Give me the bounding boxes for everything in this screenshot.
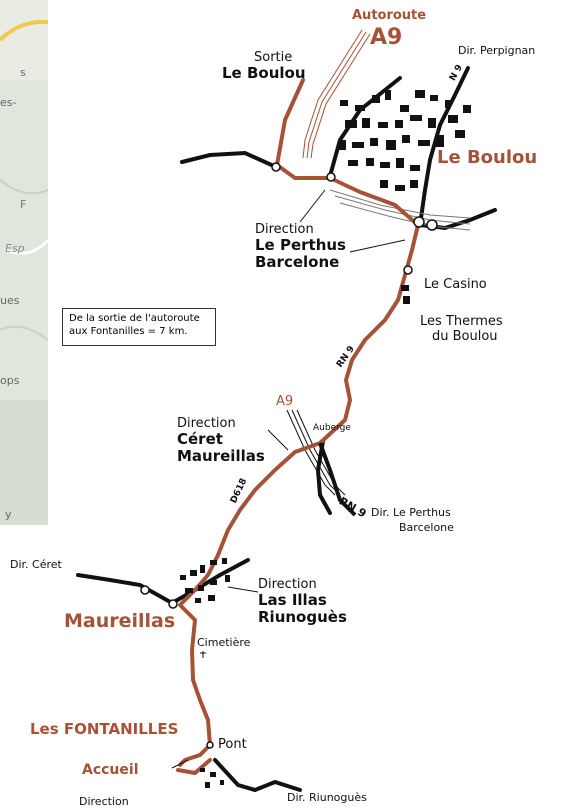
- a9-motorway-top: [302, 29, 371, 159]
- direction-4-label: Direction: [79, 795, 129, 808]
- barcelone-label: Barcelone: [255, 253, 340, 271]
- distance-note: De la sortie de l'autoroute aux Fontanil…: [62, 308, 216, 346]
- du-boulou-label: du Boulou: [432, 329, 498, 344]
- ceret-label: Céret: [177, 430, 223, 448]
- junction-markers: [140, 162, 438, 749]
- maureillas-town-blocks: [180, 558, 230, 603]
- bg-fragment-ues: ues: [0, 294, 20, 307]
- dir-le-perthus-label: Dir. Le Perthus: [371, 506, 451, 519]
- distance-line-1: De la sortie de l'autoroute: [69, 313, 200, 324]
- rn9-road: [318, 442, 357, 517]
- bg-fragment-ops: ops: [0, 374, 20, 387]
- a9-label-top: A9: [370, 25, 403, 50]
- thermes-buildings: [401, 285, 410, 304]
- leader-arrows: [171, 189, 406, 769]
- direction-1-label: Direction: [255, 222, 314, 237]
- les-thermes-label: Les Thermes: [420, 314, 503, 329]
- dir-riunogues-label: Dir. Riunoguès: [287, 791, 367, 804]
- dir-ceret-label: Dir. Céret: [10, 558, 62, 571]
- a9-mid-label: A9: [276, 394, 294, 409]
- bg-fragment-f: F: [20, 198, 27, 211]
- cimetiere-label: Cimetière: [197, 636, 251, 649]
- bg-fragment-y: y: [5, 508, 12, 521]
- le-boulou-exit-label: Le Boulou: [222, 64, 306, 82]
- le-boulou-town-label: Le Boulou: [437, 147, 538, 168]
- le-casino-label: Le Casino: [424, 277, 487, 292]
- sortie-label: Sortie: [254, 50, 293, 65]
- riunogues-label: Riunoguès: [258, 608, 347, 626]
- bg-fragment-s: s: [20, 66, 26, 79]
- le-perthus-label: Le Perthus: [255, 236, 346, 254]
- maureillas-direction-label: Maureillas: [177, 447, 265, 465]
- bg-fragment-esp: Esp: [5, 242, 25, 255]
- autoroute-label: Autoroute: [352, 8, 427, 23]
- accueil-label: Accueil: [82, 762, 139, 778]
- las-illas-label: Las Illas: [258, 591, 327, 609]
- direction-3-label: Direction: [258, 577, 317, 592]
- cross-icon: [200, 651, 206, 658]
- fontanilles-blocks: [200, 768, 224, 788]
- le-boulou-town-blocks: [338, 90, 471, 191]
- auberge-label: Auberge: [313, 423, 351, 433]
- distance-line-2: aux Fontanilles = 7 km.: [69, 326, 188, 337]
- road-network: [76, 66, 497, 793]
- pont-label: Pont: [218, 737, 247, 752]
- les-fontanilles-label: Les FONTANILLES: [30, 720, 179, 738]
- itinerary-route: [176, 78, 420, 775]
- dir-perpignan-label: Dir. Perpignan: [458, 44, 536, 57]
- barcelone-2-label: Barcelone: [399, 521, 454, 534]
- bg-fragment-es: es-: [0, 96, 17, 109]
- direction-2-label: Direction: [177, 416, 236, 431]
- background-map-fragment: [0, 0, 50, 525]
- maureillas-town-label: Maureillas: [64, 610, 176, 632]
